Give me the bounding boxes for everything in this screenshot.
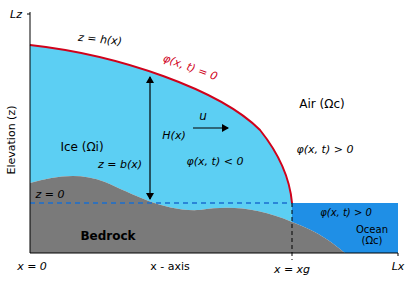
sea-level-line xyxy=(30,202,292,203)
level-set-label: φ(x, t) > 0 xyxy=(320,207,372,218)
axis-max-label: Lz xyxy=(10,9,22,21)
datum-label: z = 0 xyxy=(36,189,65,201)
boundary-label: z = b(x) xyxy=(98,159,142,171)
axis-tick-label: x = xg xyxy=(274,264,310,276)
y-axis xyxy=(30,12,31,253)
ice-region-fill xyxy=(30,45,292,222)
air-region-fill xyxy=(30,12,398,203)
thickness-label: H(x) xyxy=(162,130,185,142)
region-label: Bedrock xyxy=(80,230,135,243)
bedrock-region-fill xyxy=(30,176,345,253)
axis-max-label: Lx xyxy=(392,261,405,273)
axis-tick-label: x = 0 xyxy=(17,261,47,273)
ice-surface-line xyxy=(30,45,292,203)
region-label: Ocean (Ωc) xyxy=(348,224,396,246)
ocean-region-fill xyxy=(292,203,398,253)
boundary-label: z = h(x) xyxy=(77,32,122,49)
thickness-arrow xyxy=(149,77,150,199)
velocity-label: u xyxy=(199,110,207,123)
x-axis xyxy=(30,253,398,254)
region-label: Ice (Ωi) xyxy=(60,141,103,154)
region-label: Air (Ωc) xyxy=(299,98,344,111)
axis-title: x - axis xyxy=(150,261,190,273)
axis-title: Elevation (z) xyxy=(6,106,18,175)
velocity-arrow xyxy=(193,127,228,128)
axis-tick xyxy=(27,14,30,15)
axis-tick xyxy=(398,253,399,256)
grounding-line xyxy=(292,203,293,260)
level-set-label: φ(x, t) < 0 xyxy=(187,156,244,168)
level-set-label: φ(x, t) > 0 xyxy=(297,144,354,156)
